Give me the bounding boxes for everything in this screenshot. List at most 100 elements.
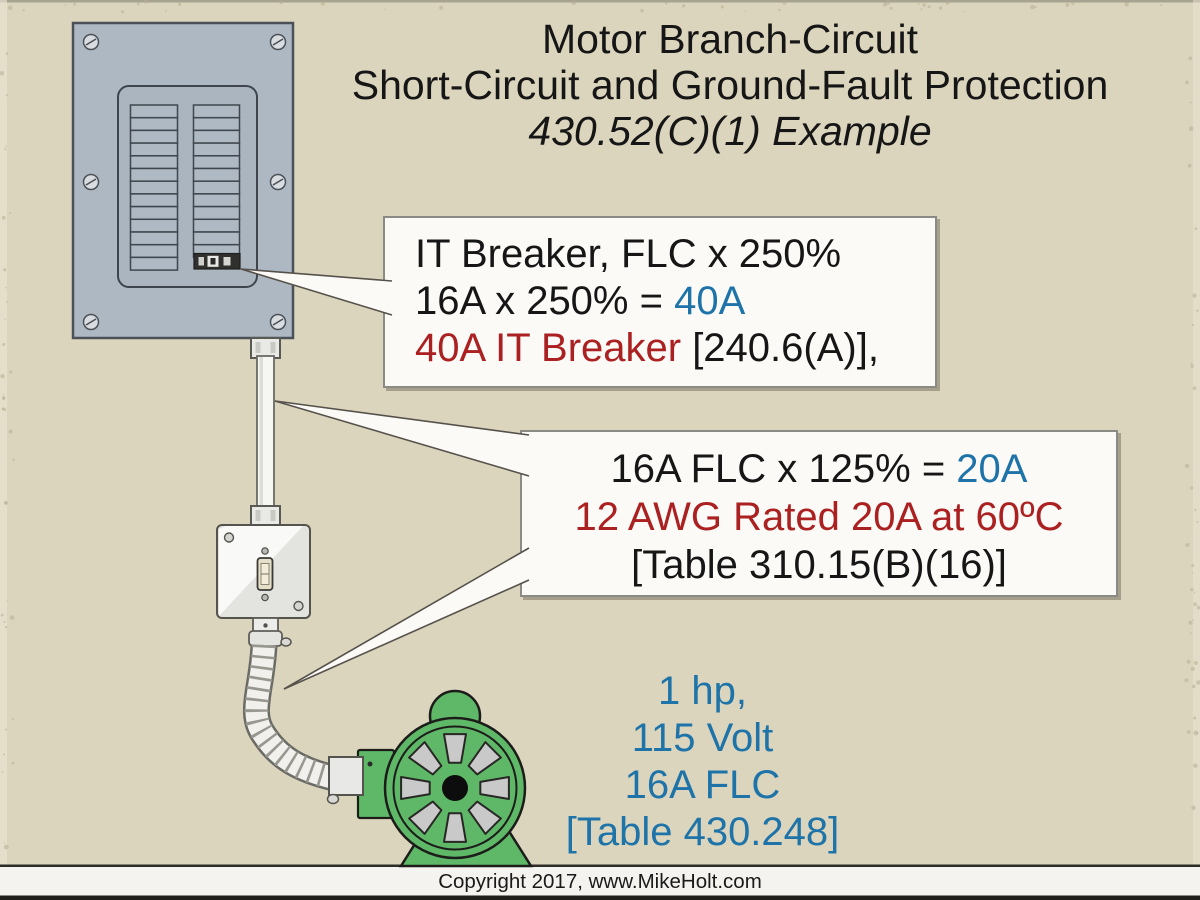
motor-circuit-breaker <box>193 252 241 270</box>
callout-breaker-sizing: IT Breaker, FLC x 250% 16A x 250% = 40A … <box>383 216 937 388</box>
speckle <box>1 771 4 773</box>
coupling-screw <box>270 510 276 521</box>
vent-slot <box>443 812 467 843</box>
speckle <box>920 8 923 11</box>
speckle <box>1191 805 1196 810</box>
speckle <box>5 52 9 55</box>
breaker-slot <box>129 104 179 119</box>
motor-spec-line: 115 Volt <box>631 716 774 760</box>
speckle <box>1188 126 1194 131</box>
speckle <box>7 600 9 602</box>
conduit-coupling-top <box>250 337 281 359</box>
breaker-slot <box>129 129 179 144</box>
floor-top-line <box>0 864 1200 867</box>
speckle <box>143 0 148 4</box>
speckle <box>1191 564 1195 567</box>
speckle <box>1192 386 1197 391</box>
speckle <box>121 10 125 14</box>
screw-slot <box>85 318 97 326</box>
speckle <box>3 620 6 623</box>
speckle <box>5 145 8 148</box>
speckle <box>1065 3 1070 7</box>
breaker-slot <box>192 231 241 246</box>
vent-slot <box>467 741 502 776</box>
floor-surface <box>0 866 1200 897</box>
speckle <box>1193 661 1198 665</box>
slide-left-edge <box>0 0 7 900</box>
callout-line: 12 AWG Rated 20A at 60ºC <box>522 493 1116 541</box>
speckle <box>1192 293 1197 298</box>
breaker-slot <box>129 218 179 233</box>
speckle <box>4 318 7 320</box>
speckle <box>8 429 13 434</box>
speckle <box>889 6 893 10</box>
speckle <box>2 343 6 346</box>
speckle <box>1186 730 1191 734</box>
speckle <box>927 5 931 9</box>
breaker-slot <box>129 180 179 195</box>
callout-text-segment: [Table 310.15(B)(16)] <box>631 543 1007 587</box>
speckle <box>3 500 8 505</box>
callout-line: 40A IT Breaker [240.6(A)], <box>415 325 935 372</box>
breaker-slot <box>192 155 241 170</box>
motor-spec-line: 1 hp, <box>658 669 747 713</box>
breaker-slot <box>129 243 179 259</box>
disconnect-switch-box <box>216 524 311 647</box>
callout-text-segment: 40A IT Breaker <box>415 326 693 370</box>
callout-line: 16A x 250% = 40A <box>415 278 935 325</box>
speckle <box>1196 521 1199 523</box>
callout-text-segment: 20A <box>956 447 1028 491</box>
callout-line: IT Breaker, FLC x 250% <box>415 231 935 278</box>
speckle <box>1191 323 1194 327</box>
speckle <box>720 5 725 9</box>
breaker-slot <box>192 180 241 195</box>
breaker-slot <box>129 167 179 182</box>
breaker-slot <box>129 155 179 170</box>
speckle <box>164 10 167 12</box>
speckle <box>1189 101 1192 104</box>
callout-text-segment: [240.6(A)], <box>692 326 879 370</box>
speckle <box>2 393 5 396</box>
speckle <box>1191 572 1194 574</box>
callout-conductor-sizing: 16A FLC x 125% = 20A 12 AWG Rated 20A at… <box>520 430 1118 597</box>
breaker-slot <box>192 116 241 132</box>
speckle <box>0 373 5 379</box>
breaker-slot <box>192 205 241 221</box>
slide-title: Motor Branch-Circuit Short-Circuit and G… <box>280 16 1180 154</box>
speckle <box>885 0 891 5</box>
speckle <box>64 3 67 6</box>
screw-slot <box>272 178 284 186</box>
breaker-slot <box>129 116 179 132</box>
speckle <box>1184 463 1190 469</box>
speckle <box>918 3 920 5</box>
speckle <box>1186 659 1191 664</box>
speckle <box>778 8 781 12</box>
edge-texture <box>0 0 1200 850</box>
speckle <box>5 94 9 97</box>
speckle <box>3 844 9 850</box>
speckle <box>5 286 7 289</box>
slide-top-edge <box>0 0 1200 3</box>
panel-screws <box>82 33 287 331</box>
speckle <box>571 0 577 6</box>
fan-cover-ring <box>392 725 518 851</box>
breaker-slot <box>192 193 241 208</box>
motor <box>326 689 534 868</box>
speckle <box>9 370 13 374</box>
motor-shaft-hub <box>442 775 468 801</box>
coupling-screw <box>255 510 261 521</box>
speckle <box>1160 4 1163 7</box>
speckle <box>1190 364 1194 368</box>
speckle <box>1193 730 1199 736</box>
speckle <box>882 2 887 7</box>
vent-slot <box>443 733 467 764</box>
speckle <box>9 212 12 214</box>
speckle <box>1 215 6 220</box>
speckle <box>665 1 668 5</box>
screw-slot <box>85 178 97 186</box>
speckle <box>1188 620 1193 625</box>
speckle <box>1193 602 1197 607</box>
conduit-shading <box>259 357 263 507</box>
speckle <box>945 0 950 5</box>
conduit-coupling-bottom <box>250 505 281 527</box>
